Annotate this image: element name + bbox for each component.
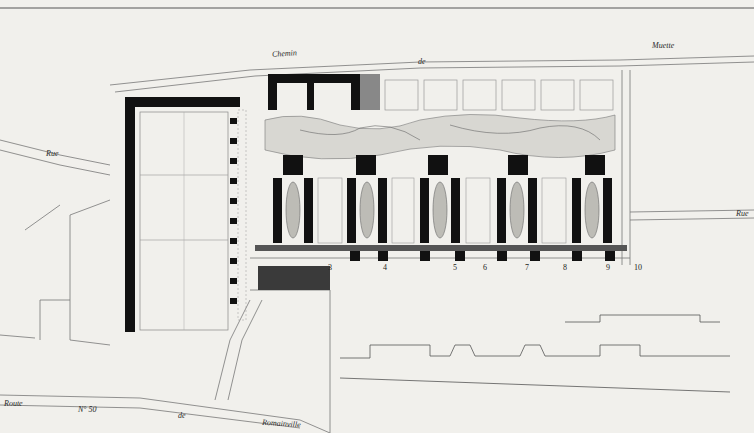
place-name: de bbox=[418, 58, 426, 66]
callout-number: 10 bbox=[634, 264, 642, 272]
callout-number: 3 bbox=[328, 264, 332, 272]
street-name: Rue bbox=[736, 210, 748, 218]
street-name: de bbox=[178, 412, 186, 420]
callout-number: 8 bbox=[563, 264, 567, 272]
callout-number: 7 bbox=[525, 264, 529, 272]
street-name: N° 50 bbox=[78, 406, 97, 414]
callout-number: 6 bbox=[483, 264, 487, 272]
place-name: Muette bbox=[652, 42, 674, 50]
street-name: Route bbox=[4, 400, 23, 408]
street-name: Rue bbox=[46, 150, 58, 158]
callout-number: 4 bbox=[383, 264, 387, 272]
callout-number: 5 bbox=[453, 264, 457, 272]
callout-number: 9 bbox=[606, 264, 610, 272]
